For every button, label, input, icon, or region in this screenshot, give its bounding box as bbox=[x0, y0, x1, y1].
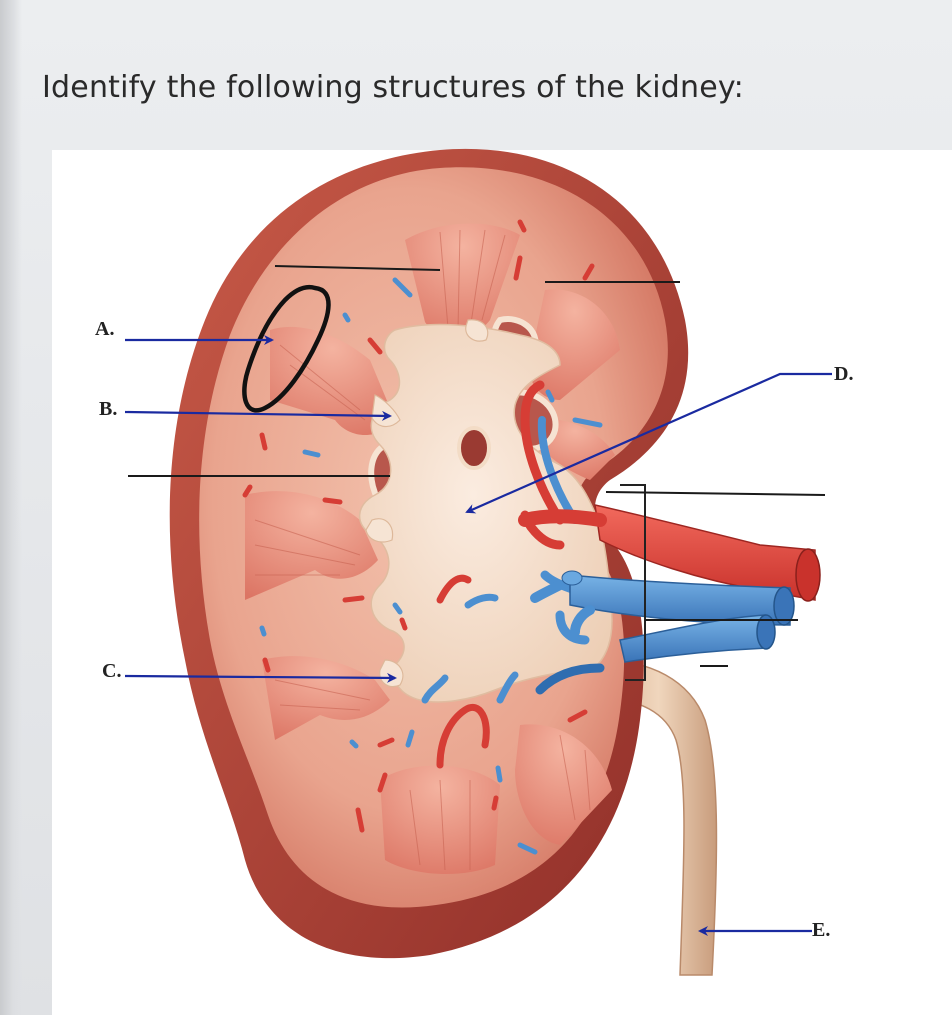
question-text: Identify the following structures of the… bbox=[42, 70, 744, 105]
arrow-d bbox=[465, 372, 832, 514]
arrow-b bbox=[124, 410, 392, 421]
calyces bbox=[365, 319, 489, 688]
pointer-arrows bbox=[124, 335, 832, 936]
blank-line-top-left bbox=[274, 265, 441, 271]
renal-pyramid bbox=[270, 326, 395, 435]
cortical-vessels bbox=[242, 219, 603, 855]
pyramid-striations bbox=[254, 229, 591, 871]
renal-pyramid bbox=[245, 491, 378, 600]
pelvis-opening bbox=[457, 426, 491, 470]
ureter bbox=[599, 659, 718, 976]
label-d: D. bbox=[834, 363, 854, 385]
hand-drawn-circle bbox=[242, 284, 331, 413]
hilum-bracket bbox=[620, 484, 646, 681]
renal-pyramid bbox=[405, 223, 520, 340]
label-c: C. bbox=[102, 660, 122, 682]
arrow-c bbox=[124, 672, 397, 683]
renal-pyramid bbox=[515, 724, 612, 845]
blank-label-lines bbox=[128, 265, 826, 667]
label-e: E. bbox=[812, 919, 831, 941]
blank-line-right-upper bbox=[605, 491, 826, 496]
label-b: B. bbox=[99, 398, 118, 420]
renal-artery bbox=[518, 504, 821, 602]
renal-pelvis bbox=[358, 323, 613, 703]
label-a: A. bbox=[95, 318, 115, 340]
renal-vein bbox=[530, 570, 795, 663]
monitor-bezel bbox=[0, 0, 22, 1015]
renal-pyramid bbox=[529, 289, 620, 400]
